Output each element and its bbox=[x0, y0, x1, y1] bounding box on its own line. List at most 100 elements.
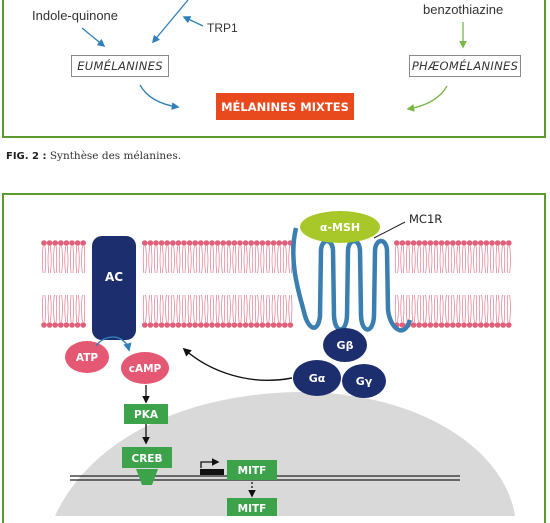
lipid-tail bbox=[503, 245, 506, 274]
lipid-tail bbox=[249, 245, 251, 274]
lipid-tail bbox=[450, 294, 453, 323]
lipid-tail bbox=[55, 245, 58, 274]
lipid-tail bbox=[159, 245, 161, 274]
lipid-head bbox=[248, 240, 254, 246]
lipid-tail bbox=[70, 294, 72, 323]
lipid-head bbox=[416, 322, 423, 328]
lipid-tail bbox=[61, 245, 63, 274]
lipid-head bbox=[63, 240, 70, 246]
lipid-tail bbox=[64, 245, 66, 274]
lipid-head bbox=[433, 322, 439, 328]
lipid-tail bbox=[142, 245, 145, 274]
lipid-tail bbox=[288, 294, 290, 323]
lipid-tail bbox=[75, 245, 77, 274]
lipid-tail bbox=[193, 294, 195, 323]
creb-binding-site bbox=[136, 469, 158, 485]
lipid-head bbox=[80, 240, 86, 246]
lipid-tail bbox=[439, 294, 441, 323]
lipid-tail bbox=[406, 245, 408, 274]
lipid-tail bbox=[425, 294, 427, 323]
lipid-head bbox=[489, 322, 495, 328]
lipid-tail bbox=[436, 245, 438, 274]
lipid-head bbox=[478, 322, 484, 328]
lipid-tail bbox=[439, 245, 441, 274]
lipid-tail bbox=[232, 294, 234, 323]
lipid-head bbox=[270, 322, 277, 328]
lipid-tail bbox=[473, 245, 475, 274]
pheomelanines-box: PHÆOMÉLANINES bbox=[409, 55, 521, 77]
lipid-tail bbox=[411, 245, 413, 274]
lipid-tail bbox=[453, 294, 455, 323]
mc1r-receptor bbox=[291, 227, 413, 333]
lipid-tail bbox=[260, 245, 262, 274]
lipid-head bbox=[494, 240, 501, 246]
lipid-head bbox=[444, 240, 451, 246]
transcription-start-arrow bbox=[200, 458, 220, 468]
lipid-head bbox=[226, 322, 232, 328]
lipid-head bbox=[186, 322, 193, 328]
lipid-head bbox=[69, 240, 75, 246]
lipid-head bbox=[214, 322, 221, 328]
lipid-head bbox=[209, 322, 215, 328]
lipid-tail bbox=[190, 294, 192, 323]
indole-to-eumelanine-arrow bbox=[81, 27, 106, 47]
lipid-tail bbox=[464, 245, 466, 274]
lipid-tail bbox=[495, 245, 497, 274]
lipid-tail bbox=[212, 245, 214, 274]
lipid-tail bbox=[159, 294, 161, 323]
lipid-tail bbox=[58, 245, 61, 274]
lipid-tail bbox=[179, 294, 181, 323]
lipid-tail bbox=[445, 245, 447, 274]
lipid-head bbox=[175, 322, 182, 328]
lipid-head bbox=[466, 240, 473, 246]
lipid-tail bbox=[201, 294, 203, 323]
lipid-tail bbox=[151, 294, 153, 323]
lipid-tail bbox=[394, 245, 397, 274]
lipid-tail bbox=[403, 294, 405, 323]
lipid-tail bbox=[47, 245, 49, 274]
lipid-head bbox=[259, 240, 266, 246]
lipid-tail bbox=[481, 245, 483, 274]
lipid-head bbox=[282, 240, 288, 246]
lipid-head bbox=[226, 240, 232, 246]
lipid-tail bbox=[70, 245, 72, 274]
lipid-tail bbox=[501, 245, 503, 274]
lipid-head bbox=[427, 240, 434, 246]
lipid-tail bbox=[506, 294, 509, 323]
lipid-tail bbox=[187, 245, 189, 274]
lipid-tail bbox=[445, 294, 447, 323]
lipid-tail bbox=[229, 294, 231, 323]
lipid-head bbox=[214, 240, 221, 246]
lipid-tail bbox=[400, 294, 402, 323]
lipid-tail bbox=[210, 245, 212, 274]
lipid-head bbox=[158, 240, 165, 246]
lipid-head bbox=[186, 240, 193, 246]
lipid-tail bbox=[198, 294, 201, 323]
lipid-tail bbox=[406, 294, 408, 323]
lipid-tail bbox=[221, 245, 223, 274]
mitf-gene-box bbox=[227, 460, 277, 480]
lipid-tail bbox=[142, 294, 145, 323]
g-beta-label: Gβ bbox=[337, 339, 354, 352]
lipid-tail bbox=[207, 294, 209, 323]
lipid-head bbox=[276, 322, 283, 328]
promoter-block bbox=[200, 469, 224, 475]
lipid-head bbox=[483, 322, 490, 328]
lipid-tail bbox=[246, 245, 248, 274]
lipid-head bbox=[58, 322, 64, 328]
lipid-tail bbox=[165, 294, 167, 323]
lipid-head bbox=[147, 240, 154, 246]
lipid-head bbox=[461, 240, 467, 246]
lipid-tail bbox=[226, 294, 229, 323]
lipid-head bbox=[248, 322, 254, 328]
g-beta-subunit bbox=[323, 328, 367, 362]
lipid-head bbox=[472, 240, 479, 246]
lipid-tail bbox=[467, 294, 469, 323]
lipid-tail bbox=[431, 245, 433, 274]
eumelanines-box: EUMÉLANINES bbox=[71, 55, 169, 77]
lipid-tail bbox=[170, 245, 173, 274]
lipid-tail bbox=[83, 245, 86, 274]
lipid-tail bbox=[193, 245, 195, 274]
lipid-tail bbox=[271, 294, 273, 323]
lipid-head bbox=[270, 240, 277, 246]
